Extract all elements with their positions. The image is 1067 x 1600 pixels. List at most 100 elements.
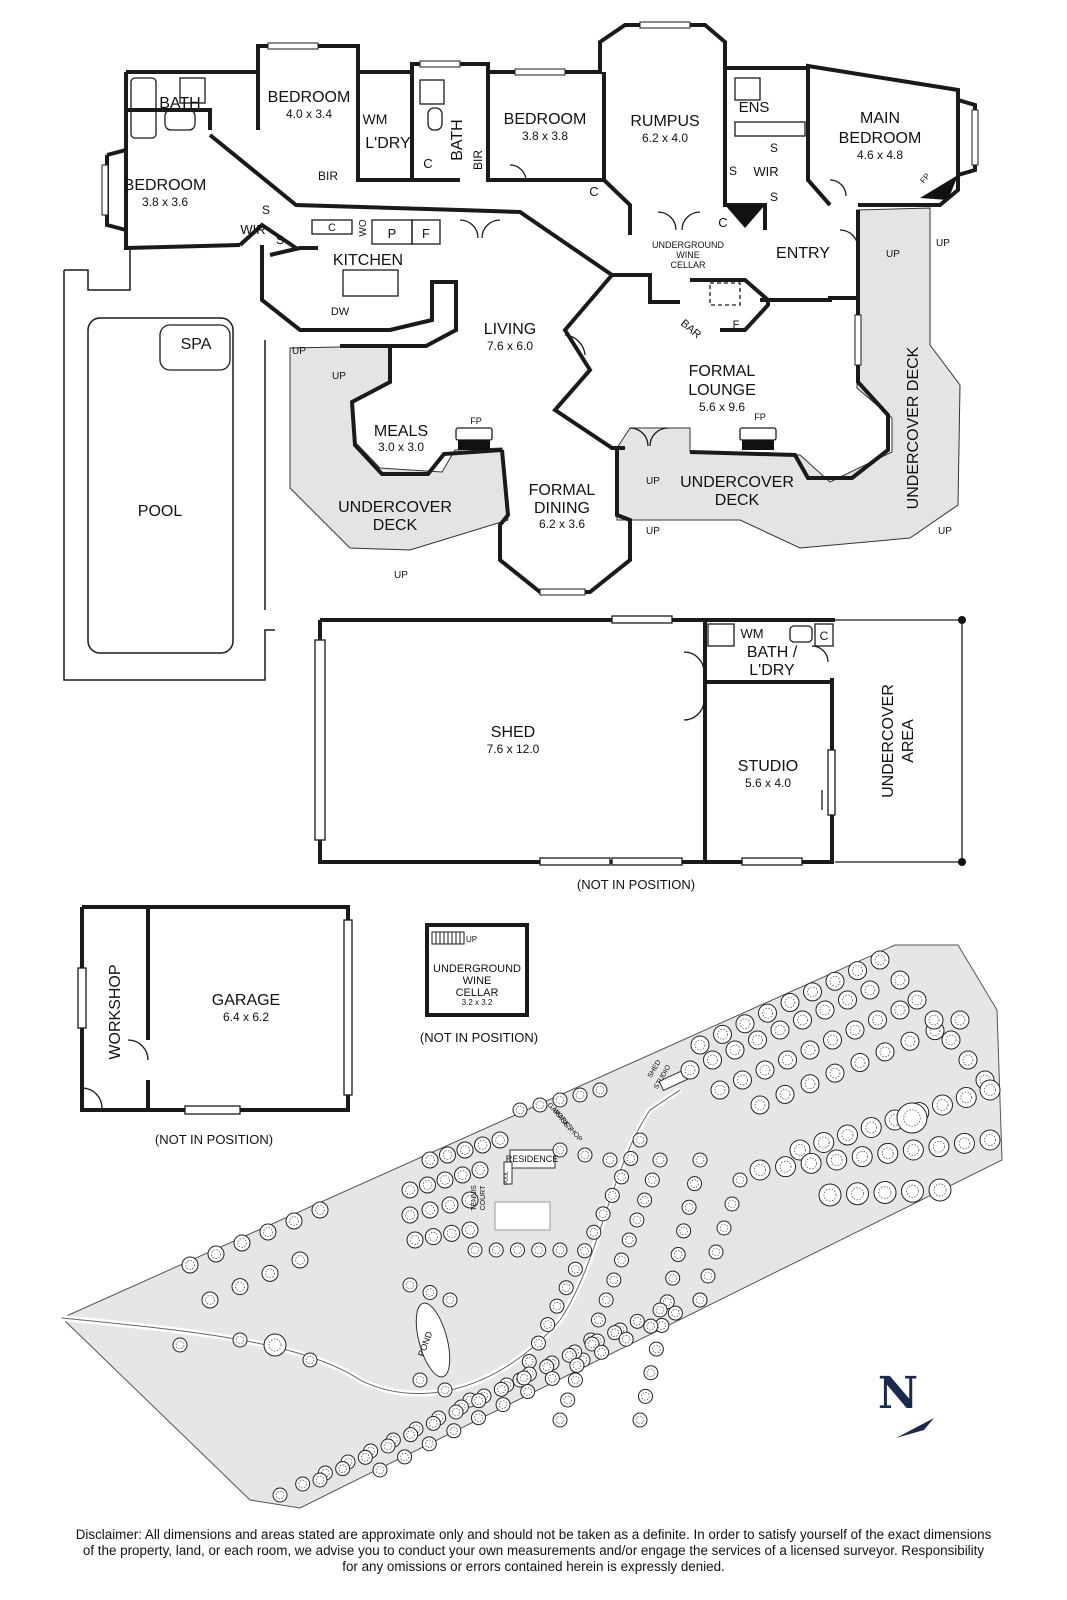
tree-icon	[690, 1035, 710, 1055]
tree-icon	[902, 1139, 924, 1161]
tree-icon	[826, 1149, 848, 1171]
tree-icon	[520, 1384, 536, 1400]
tree-icon	[873, 1181, 897, 1204]
tree-icon	[735, 1014, 755, 1034]
tree-icon	[703, 1050, 722, 1070]
tree-icon	[439, 1146, 456, 1164]
tree-icon-detail	[594, 1315, 603, 1325]
tree-icon-detail	[635, 1415, 645, 1425]
tree-icon	[380, 1438, 396, 1454]
tree-icon	[312, 1472, 328, 1488]
tree-icon-detail	[587, 1339, 597, 1349]
label-kitchen-p: P	[388, 226, 397, 241]
tree-icon	[448, 1404, 464, 1420]
tree-icon-detail	[548, 1374, 557, 1383]
tree-icon	[901, 1179, 924, 1203]
tree-icon	[598, 1292, 614, 1308]
tree-icon-detail	[648, 1175, 657, 1185]
label-s-left2: S	[276, 233, 284, 247]
dim-main-bedroom: 4.6 x 4.8	[857, 148, 903, 162]
tree-icon	[512, 1102, 528, 1118]
tree-icon	[928, 1136, 950, 1158]
tree-icon	[495, 1397, 511, 1413]
tree-icon-detail	[425, 1155, 435, 1165]
label-kitchen-f: F	[422, 226, 430, 241]
tree-icon-detail	[695, 1295, 705, 1305]
tree-icon	[207, 1245, 225, 1263]
tree-icon	[623, 1150, 639, 1166]
tree-icon	[397, 1449, 413, 1465]
label-cellar-2: WINE	[463, 975, 492, 987]
tree-icon	[900, 1031, 920, 1051]
tree-icon-detail	[605, 1155, 615, 1165]
label-undercover-area-2: AREA	[900, 719, 917, 763]
tree-icon-detail	[598, 1209, 608, 1219]
tree-icon	[716, 1220, 732, 1236]
label-s-main2: S	[729, 164, 737, 178]
tree-icon-detail	[175, 1340, 185, 1350]
tree-icon-detail	[205, 1295, 215, 1305]
tree-icon-detail	[429, 1419, 438, 1428]
tree-icon	[446, 1423, 462, 1439]
label-spa: SPA	[181, 336, 212, 353]
dim-garage: 6.4 x 6.2	[223, 1010, 269, 1024]
tree-icon-detail	[275, 1490, 285, 1500]
tree-icon-detail	[555, 1415, 565, 1425]
tree-icon	[621, 1232, 637, 1248]
tree-icon-detail	[962, 1054, 974, 1066]
tree-icon-detail	[555, 1245, 565, 1255]
tree-icon-detail	[641, 1392, 650, 1401]
tree-icon-detail	[655, 1305, 665, 1315]
label-pool: POOL	[138, 503, 183, 520]
tree-icon	[172, 1337, 188, 1353]
tree-icon	[531, 1242, 547, 1258]
tree-icon-detail	[762, 1007, 773, 1019]
label-entry: ENTRY	[776, 245, 830, 262]
tree-icon	[953, 1132, 975, 1154]
tree-icon-detail	[719, 1223, 729, 1233]
label-s-main1: S	[770, 141, 778, 155]
tree-icon-detail	[411, 1424, 421, 1434]
tree-icon-detail	[906, 1184, 919, 1198]
tree-icon	[907, 990, 927, 1010]
tree-icon-detail	[534, 1245, 544, 1255]
tree-icon-detail	[805, 1157, 818, 1170]
tree-icon	[406, 1231, 424, 1249]
pool-area	[63, 250, 275, 681]
label-site-tennis-2: COURT	[480, 1185, 487, 1210]
tree-icon-detail	[477, 1140, 488, 1150]
north-compass: N	[878, 1368, 934, 1438]
label-cellar-note-3: CELLAR	[670, 260, 706, 270]
label-c-mid: C	[423, 156, 432, 171]
tree-icon	[629, 1212, 645, 1228]
tree-icon-detail	[804, 1044, 816, 1056]
tree-icon	[692, 1152, 708, 1168]
site-plan: RESIDENCE GARAGE / WORKSHOP SHED STUDIO …	[61, 944, 1003, 1509]
label-up-7: UP	[936, 238, 950, 249]
tree-icon	[825, 971, 845, 991]
tree-icon	[577, 1147, 593, 1163]
tree-icon-detail	[589, 1228, 599, 1237]
tree-icon-detail	[575, 1090, 585, 1100]
label-wir-main: WIR	[753, 164, 778, 179]
label-wir-left: WIR	[240, 222, 265, 237]
tree-icon-detail	[851, 1187, 864, 1201]
tree-icon	[890, 970, 910, 990]
label-deck-mid-1: UNDERCOVER	[680, 474, 794, 491]
tree-icon-detail	[265, 1268, 275, 1279]
tree-icon-detail	[615, 1325, 625, 1335]
tree-icon	[758, 1003, 777, 1023]
tree-icon-detail	[633, 1317, 642, 1326]
tree-icon-detail	[933, 1183, 947, 1197]
tree-icon	[604, 1187, 620, 1203]
tree-icon	[602, 1152, 618, 1168]
tree-icon	[592, 1082, 608, 1098]
tree-icon	[540, 1317, 556, 1333]
tree-icon	[748, 1030, 767, 1050]
label-kitchen-c: C	[328, 222, 336, 234]
tree-icon	[850, 1053, 870, 1072]
tree-icon-detail	[936, 1099, 949, 1111]
tree-icon-detail	[524, 1357, 534, 1366]
tree-icon	[643, 1318, 659, 1334]
